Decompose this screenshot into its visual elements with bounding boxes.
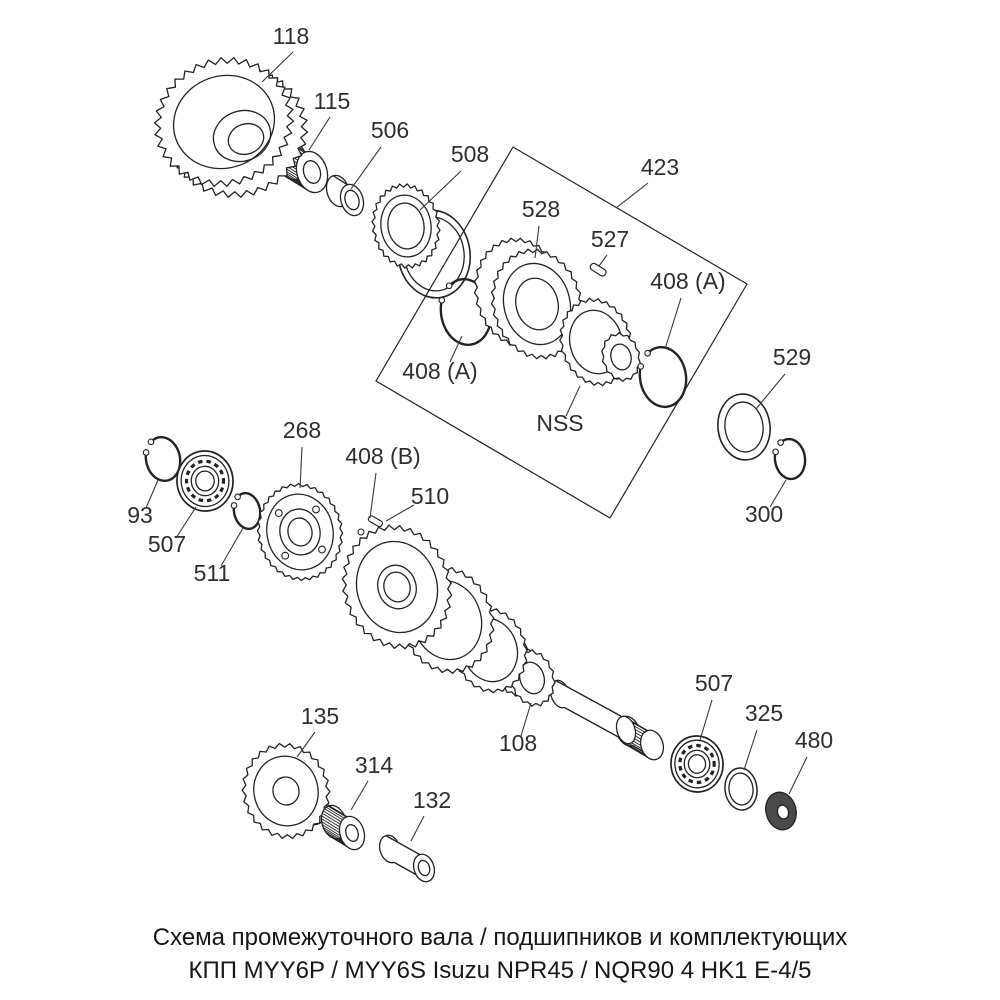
part-label-507-16: 507 xyxy=(148,531,186,557)
part-label-108-21: 108 xyxy=(499,730,537,756)
part-label-480-24: 480 xyxy=(795,727,833,753)
part-label-508-3: 508 xyxy=(451,141,489,167)
leader-line-24 xyxy=(788,756,808,795)
leader-line-10 xyxy=(755,373,786,410)
leader-line-9 xyxy=(565,385,581,417)
part-label-nss-9: NSS xyxy=(536,410,583,436)
part-label-408-a-7: 408 (A) xyxy=(650,268,725,294)
leader-line-4 xyxy=(615,182,649,209)
part-label-268-12: 268 xyxy=(283,417,321,443)
part-label-408-b-13: 408 (B) xyxy=(345,443,420,469)
leader-line-17 xyxy=(220,527,244,567)
part-label-314-19: 314 xyxy=(355,752,394,778)
leader-line-0 xyxy=(261,51,294,83)
caption-line-2: КПП MYY6P / MYY6S Isuzu NPR45 / NQR90 4 … xyxy=(188,957,812,984)
leader-line-23 xyxy=(743,729,758,771)
leader-line-12 xyxy=(299,446,303,489)
part-label-135-18: 135 xyxy=(301,703,339,729)
leader-line-15 xyxy=(145,479,159,509)
leader-line-2 xyxy=(350,146,382,190)
part-label-510-14: 510 xyxy=(411,483,449,509)
leader-lines xyxy=(145,51,808,842)
leader-line-8 xyxy=(449,335,463,363)
part-label-115-1: 115 xyxy=(314,88,351,114)
part-label-93-15: 93 xyxy=(127,502,153,528)
leader-line-21 xyxy=(520,702,532,737)
leader-line-5 xyxy=(534,225,540,259)
leader-line-1 xyxy=(308,116,331,151)
part-label-132-20: 132 xyxy=(413,787,451,813)
part-label-423-4: 423 xyxy=(641,154,679,180)
parts-drawings xyxy=(142,56,807,883)
part-label-118-0: 118 xyxy=(273,23,310,49)
part-label-528-5: 528 xyxy=(522,196,560,222)
part-label-506-2: 506 xyxy=(371,117,409,143)
part-label-507-22: 507 xyxy=(695,670,733,696)
leader-line-11 xyxy=(769,479,787,508)
leader-line-16 xyxy=(175,506,197,539)
part-label-529-10: 529 xyxy=(773,344,811,370)
part-labels: 118 115 506 508 423 528 527 408 (A) 408 (A) NSS 52… xyxy=(127,23,833,813)
leader-line-3 xyxy=(419,170,462,211)
leader-line-20 xyxy=(410,815,425,842)
part-label-300-11: 300 xyxy=(745,501,783,527)
part-label-325-23: 325 xyxy=(745,700,783,726)
part-label-527-6: 527 xyxy=(591,226,629,252)
leader-line-6 xyxy=(598,254,608,267)
leader-line-14 xyxy=(385,504,415,522)
part-label-511-17: 511 xyxy=(194,560,231,586)
caption: Схема промежуточного вала / подшипников … xyxy=(0,921,1000,987)
leader-line-22 xyxy=(699,699,713,741)
part-label-408-a-8: 408 (A) xyxy=(402,358,477,384)
leader-line-18 xyxy=(296,731,316,758)
leader-line-13 xyxy=(369,472,377,519)
caption-line-1: Схема промежуточного вала / подшипников … xyxy=(152,924,848,951)
leader-line-7 xyxy=(664,297,682,350)
leader-line-19 xyxy=(350,780,369,811)
